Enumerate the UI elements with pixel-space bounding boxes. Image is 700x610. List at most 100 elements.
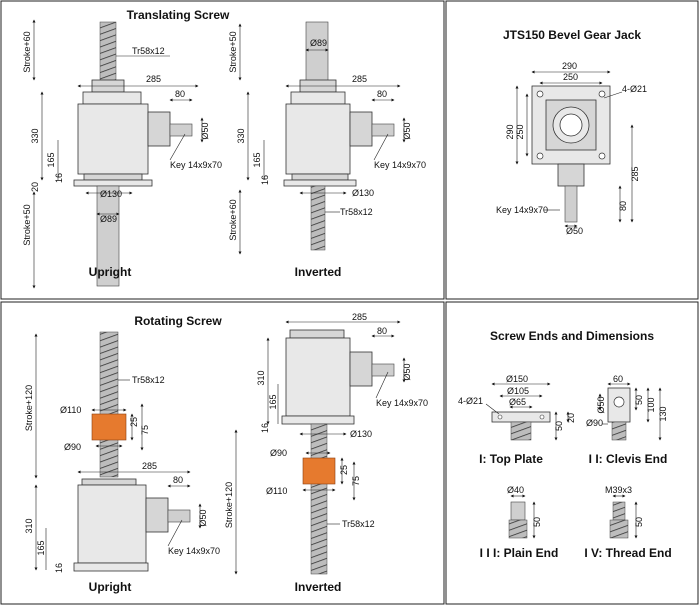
clevis-caption: I I: Clevis End: [589, 452, 668, 466]
rotating-upright: Stroke+120 Tr58x12 Ø110 Ø90 25 75 285 80…: [24, 331, 220, 594]
svg-text:4-Ø21: 4-Ø21: [458, 396, 483, 406]
svg-text:Ø90: Ø90: [64, 442, 81, 452]
svg-text:Ø90: Ø90: [270, 448, 287, 458]
svg-text:250: 250: [563, 72, 578, 82]
svg-text:25: 25: [129, 417, 139, 427]
svg-text:80: 80: [377, 89, 387, 99]
plain-end: [510, 501, 526, 521]
svg-text:Ø50: Ø50: [566, 226, 583, 236]
svg-text:50: 50: [532, 517, 542, 527]
screw: [99, 331, 119, 478]
svg-text:Ø110: Ø110: [266, 486, 287, 496]
svg-text:16: 16: [54, 563, 64, 573]
plain-end-caption: I I I: Plain End: [480, 546, 559, 560]
svg-text:330: 330: [236, 128, 246, 143]
mounting-hole: [598, 90, 606, 98]
svg-text:Stroke+60: Stroke+60: [22, 31, 32, 72]
bevel-title: JTS150 Bevel Gear Jack: [503, 28, 641, 42]
svg-text:60: 60: [613, 374, 623, 384]
svg-text:285: 285: [146, 74, 161, 84]
svg-text:165: 165: [46, 152, 56, 167]
input-shaft: [564, 185, 578, 223]
svg-text:250: 250: [515, 124, 525, 139]
gearbox-housing: [285, 337, 351, 417]
svg-text:Stroke+50: Stroke+50: [22, 204, 32, 245]
svg-text:Ø130: Ø130: [100, 189, 122, 199]
translating-panel-frame: [0, 0, 445, 300]
svg-text:285: 285: [142, 461, 157, 471]
svg-text:16: 16: [54, 173, 64, 183]
svg-text:Tr58x12: Tr58x12: [132, 46, 165, 56]
gearbox-housing: [77, 103, 149, 175]
end-plain: Ø40 50 I I I: Plain End: [480, 485, 559, 560]
svg-text:50: 50: [634, 517, 644, 527]
translating-upright: Stroke+60 330 165 16 20 Stroke+50 Tr58x1…: [22, 19, 222, 289]
svg-text:Ø105: Ø105: [507, 386, 529, 396]
svg-text:25: 25: [339, 465, 349, 475]
svg-text:80: 80: [175, 89, 185, 99]
thread-end: [612, 501, 626, 521]
svg-text:130: 130: [658, 406, 668, 421]
svg-text:Ø89: Ø89: [100, 214, 117, 224]
translating-upright-caption: Upright: [89, 265, 132, 279]
svg-text:Ø50: Ø50: [596, 396, 606, 413]
svg-text:Ø89: Ø89: [310, 38, 327, 48]
ends-title: Screw Ends and Dimensions: [490, 329, 654, 343]
svg-text:Ø130: Ø130: [352, 188, 374, 198]
screw: [310, 185, 326, 251]
svg-text:4-Ø21: 4-Ø21: [622, 84, 647, 94]
svg-text:Ø110: Ø110: [60, 405, 81, 415]
svg-text:M39x3: M39x3: [605, 485, 632, 495]
svg-text:165: 165: [252, 152, 262, 167]
svg-text:Key 14x9x70: Key 14x9x70: [376, 398, 428, 408]
svg-text:20: 20: [566, 413, 576, 423]
screw: [310, 423, 328, 575]
translating-inverted-caption: Inverted: [295, 265, 342, 279]
svg-text:165: 165: [36, 540, 46, 555]
input-shaft: [167, 509, 191, 523]
svg-text:Ø50: Ø50: [402, 363, 412, 380]
svg-text:Ø50: Ø50: [200, 122, 210, 139]
travel-nut: [91, 413, 127, 441]
svg-text:Stroke+120: Stroke+120: [24, 385, 34, 431]
input-shaft: [371, 123, 395, 137]
travel-nut: [302, 457, 336, 485]
svg-text:285: 285: [352, 312, 367, 322]
svg-text:100: 100: [646, 397, 656, 412]
svg-text:Ø150: Ø150: [506, 374, 528, 384]
screw: [99, 21, 117, 89]
translating-title: Translating Screw: [127, 8, 230, 22]
svg-text:Stroke+50: Stroke+50: [228, 31, 238, 72]
gearbox-housing: [285, 103, 351, 175]
mounting-hole: [598, 152, 606, 160]
svg-text:20: 20: [30, 182, 40, 192]
svg-text:16: 16: [260, 175, 270, 185]
svg-text:310: 310: [256, 370, 266, 385]
thread-end-caption: I V: Thread End: [584, 546, 671, 560]
protection-tube: [96, 185, 120, 287]
svg-text:290: 290: [505, 124, 515, 139]
mounting-hole: [536, 90, 544, 98]
mounting-hole: [536, 152, 544, 160]
svg-text:Ø50: Ø50: [198, 509, 208, 526]
svg-text:16: 16: [260, 423, 270, 433]
svg-text:Ø65: Ø65: [509, 397, 526, 407]
rotating-inverted-caption: Inverted: [295, 580, 342, 594]
translating-inverted: Stroke+50 330 165 16 Stroke+60 Ø89 285 8…: [228, 21, 426, 279]
svg-text:80: 80: [173, 475, 183, 485]
svg-text:Ø90: Ø90: [586, 418, 603, 428]
svg-text:310: 310: [24, 518, 34, 533]
rotating-title: Rotating Screw: [134, 314, 222, 328]
svg-text:Tr58x12: Tr58x12: [340, 207, 373, 217]
svg-text:Tr58x12: Tr58x12: [132, 375, 165, 385]
svg-text:290: 290: [562, 61, 577, 71]
end-thread: M39x3 50 I V: Thread End: [584, 485, 671, 560]
bevel-panel-frame: [445, 0, 699, 300]
svg-text:Ø130: Ø130: [350, 429, 372, 439]
svg-text:Ø50: Ø50: [402, 122, 412, 139]
svg-text:75: 75: [140, 425, 150, 435]
svg-text:285: 285: [630, 166, 640, 181]
svg-text:80: 80: [377, 326, 387, 336]
